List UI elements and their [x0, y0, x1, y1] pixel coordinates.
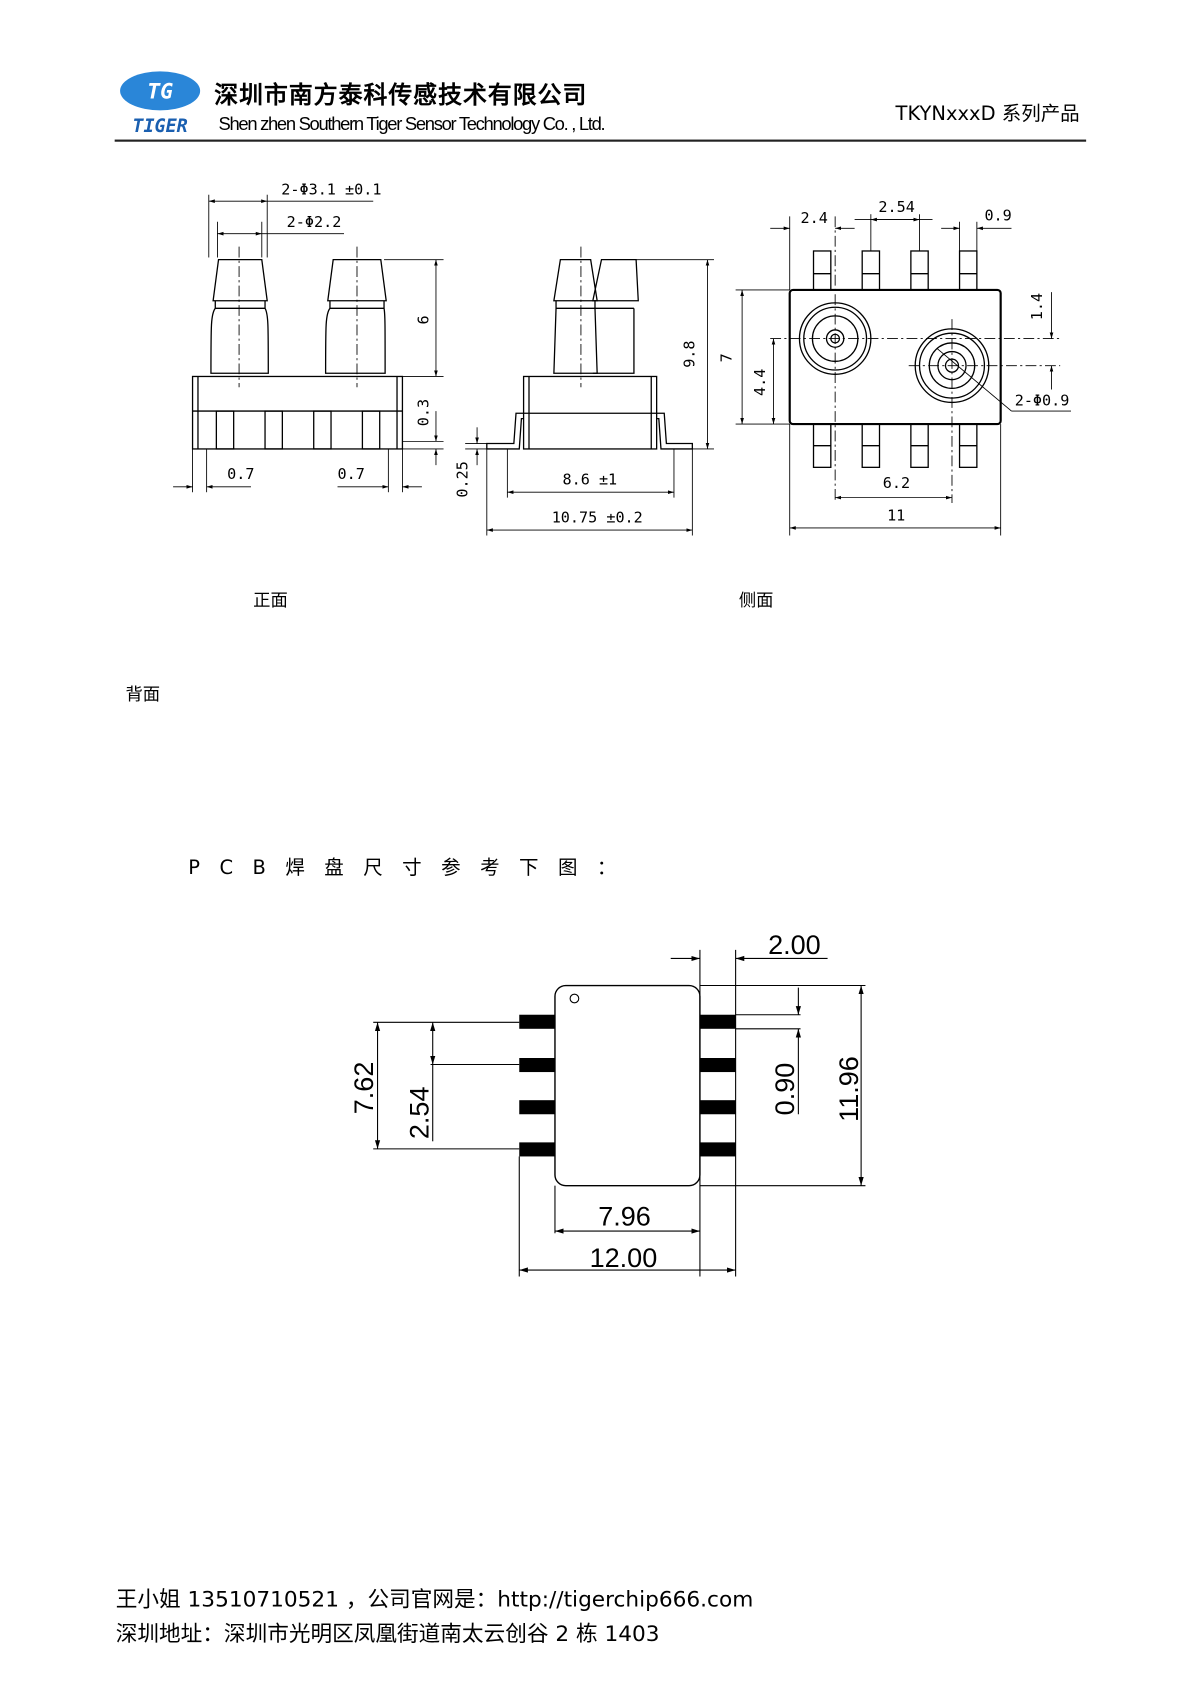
pcb-dim-total-width: 12.00	[590, 1243, 658, 1273]
company-name-cn: 深圳市南方泰科传感技术有限公司	[214, 82, 588, 110]
dim-tube-inner-diameter: 2-Φ2.2	[287, 213, 342, 231]
dim-port-offset: 1.4	[1028, 293, 1046, 320]
caption-front: 正面	[253, 589, 288, 611]
pcb-footprint-drawing: 2.00 7.62 2.54 0.90 11.96 7.96 12.00	[349, 930, 866, 1277]
dim-port-y: 4.4	[751, 369, 769, 396]
dim-pin-left: 0.7	[227, 465, 254, 483]
dim-total-height: 9.8	[681, 340, 699, 367]
logo-initials: TG	[147, 79, 173, 104]
dim-tube-height: 6	[414, 315, 432, 324]
pin1-marker-icon	[569, 993, 580, 1004]
logo-ellipse-icon	[120, 71, 201, 111]
pcb-title: PCB焊盘尺寸参考下图：	[188, 856, 636, 880]
caption-side: 侧面	[738, 589, 774, 611]
pcb-dim-pitch: 2.54	[404, 1087, 434, 1140]
pcb-dim-pad-width: 0.90	[770, 1063, 800, 1116]
dim-total-width: 10.75 ±0.2	[552, 509, 643, 527]
dim-lead-thickness: 0.25	[453, 461, 471, 497]
footer-address: 深圳地址：深圳市光明区凤凰街道南太云创谷 2 栋 1403	[115, 1620, 660, 1647]
footer-contact: 王小姐 13510710521 ，公司官网是：http://tigerchip6…	[115, 1585, 754, 1612]
pads	[519, 1014, 736, 1157]
caption-back: 背面	[125, 683, 161, 705]
pcb-dim-body-height: 11.96	[834, 1056, 864, 1122]
front-tube-right	[324, 258, 387, 374]
dim-body-height: 7	[717, 353, 735, 362]
dim-body-width: 8.6 ±1	[563, 471, 618, 489]
dim-pin-right: 0.7	[338, 465, 365, 483]
logo-brand: TIGER	[132, 116, 187, 136]
top-view	[735, 214, 1071, 536]
dim-tube-outer-diameter: 2-Φ3.1 ±0.1	[281, 181, 381, 199]
pcb-dim-pad-length: 2.00	[768, 930, 821, 960]
dim-port-spacing: 6.2	[883, 474, 910, 492]
product-series: TKYNxxxD 系列产品	[895, 102, 1080, 126]
front-tube-left	[210, 258, 269, 374]
dim-body-width-top: 11	[887, 506, 905, 524]
pcb-dim-body-width: 7.96	[598, 1202, 651, 1232]
side-view	[465, 246, 714, 536]
dim-pin-width: 0.9	[984, 207, 1011, 225]
package-outline	[554, 984, 701, 1187]
header-divider	[114, 139, 1087, 142]
pcb-dim-row-span: 7.62	[349, 1062, 379, 1115]
company-logo: TG TIGER	[117, 69, 204, 137]
front-view	[173, 194, 444, 493]
company-name-en: Shen zhen Southern Tiger Sensor Technolo…	[218, 113, 606, 135]
dim-standoff: 0.3	[414, 399, 432, 426]
dim-pin-offset: 2.4	[801, 209, 828, 227]
dim-pin-pitch: 2.54	[878, 198, 914, 216]
dim-hole-diameter: 2-Φ0.9	[1015, 392, 1070, 410]
mechanical-drawing: 2-Φ3.1 ±0.1 2-Φ2.2 6 0.3 0.7 0.7	[173, 181, 1071, 536]
